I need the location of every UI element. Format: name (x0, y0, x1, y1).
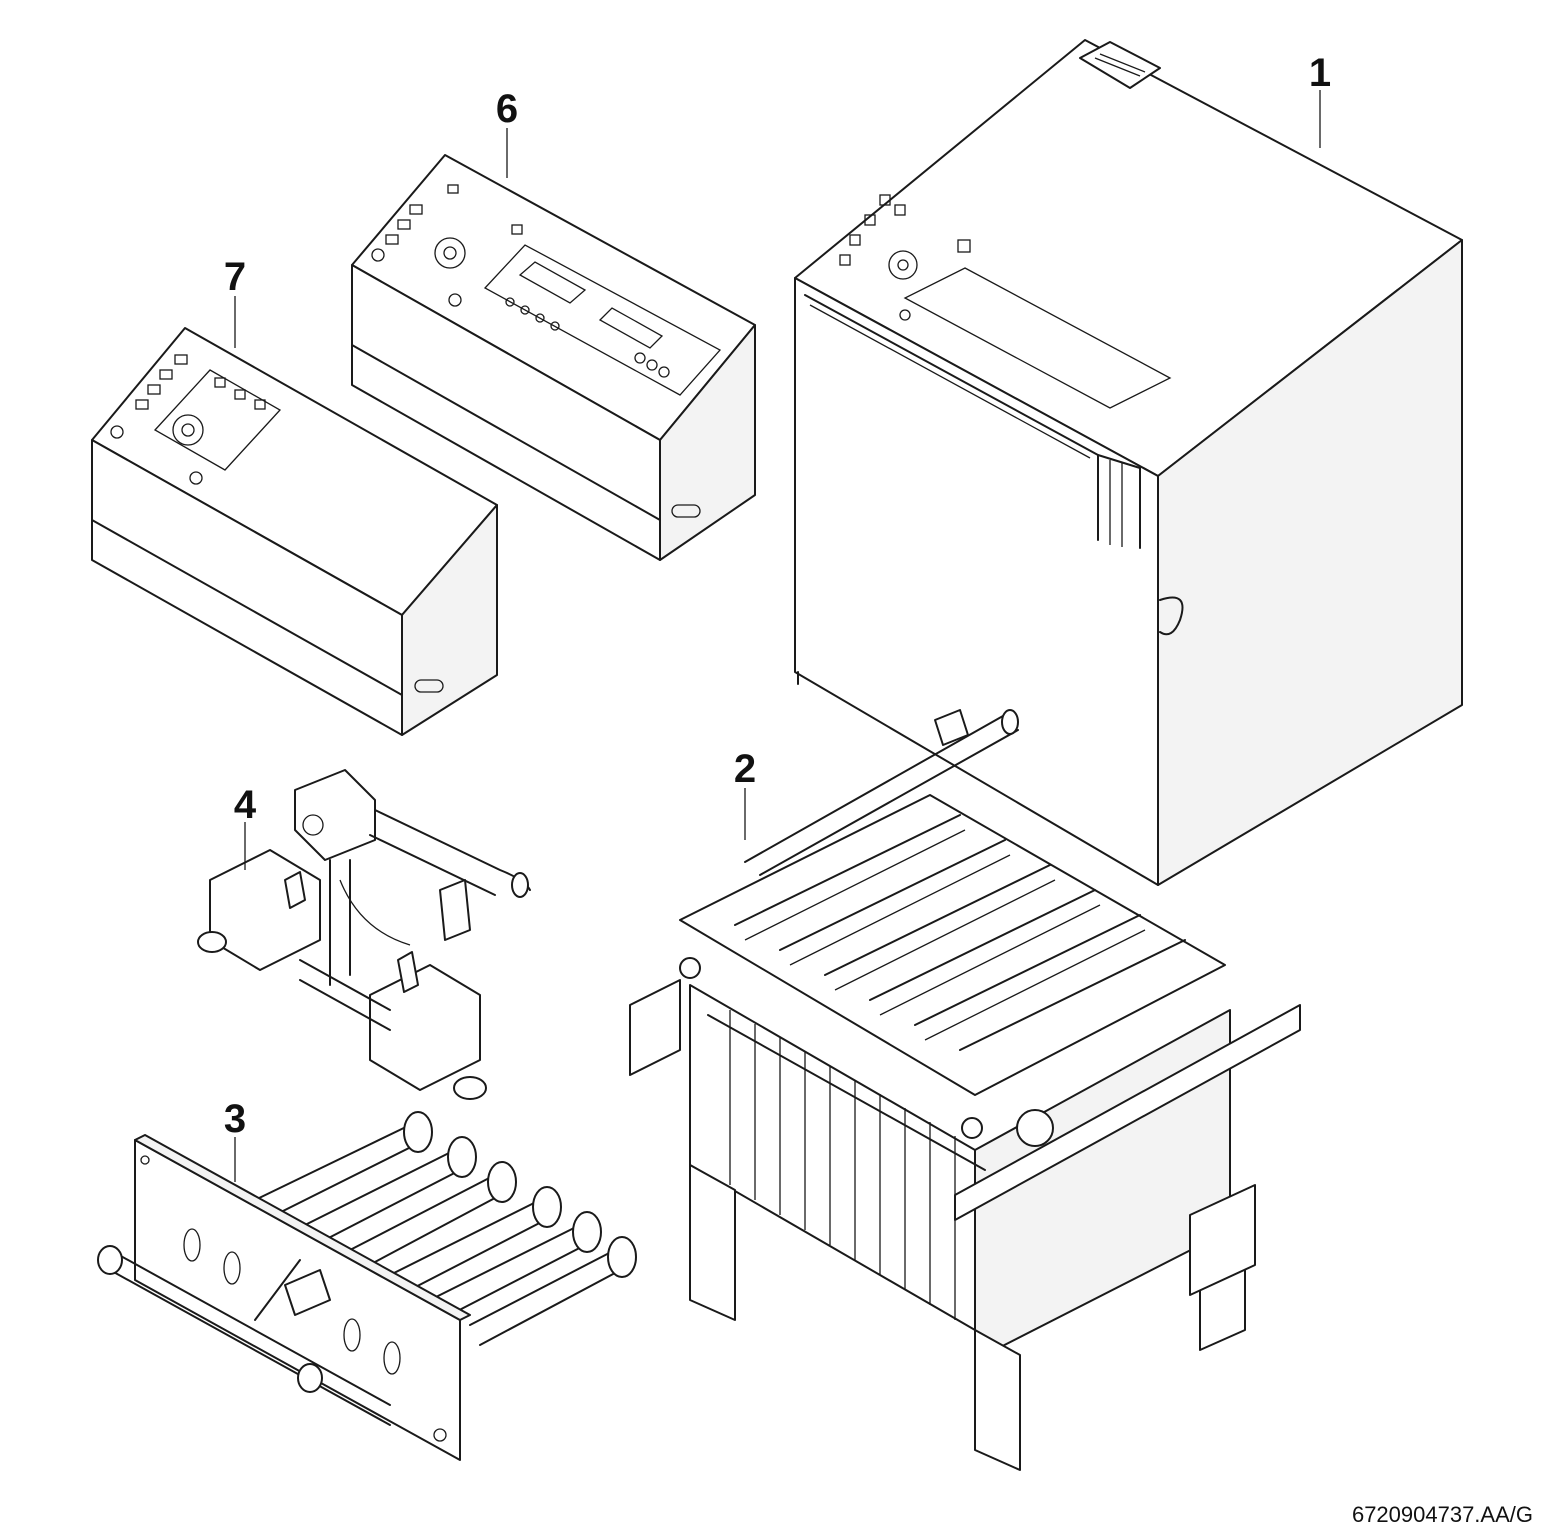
callout-2: 2 (734, 747, 756, 791)
document-id: 6720904737.AA/G (1351, 1502, 1533, 1527)
burner-assembly (97, 1111, 637, 1461)
callout-7: 7 (224, 255, 246, 299)
heat-exchanger (629, 709, 1301, 1471)
callout-1: 1 (1309, 51, 1331, 95)
burner-tubes (254, 1111, 637, 1346)
callout-6: 6 (496, 87, 518, 131)
gas-valve-assembly (197, 769, 531, 1100)
heat-exchanger-fins (734, 814, 1186, 1051)
boiler-casing (794, 39, 1463, 886)
leader-lines (234, 90, 1321, 1182)
callout-3: 3 (224, 1097, 246, 1141)
controller-7 (91, 327, 498, 736)
controller-6 (351, 154, 756, 561)
callout-4: 4 (234, 783, 257, 827)
